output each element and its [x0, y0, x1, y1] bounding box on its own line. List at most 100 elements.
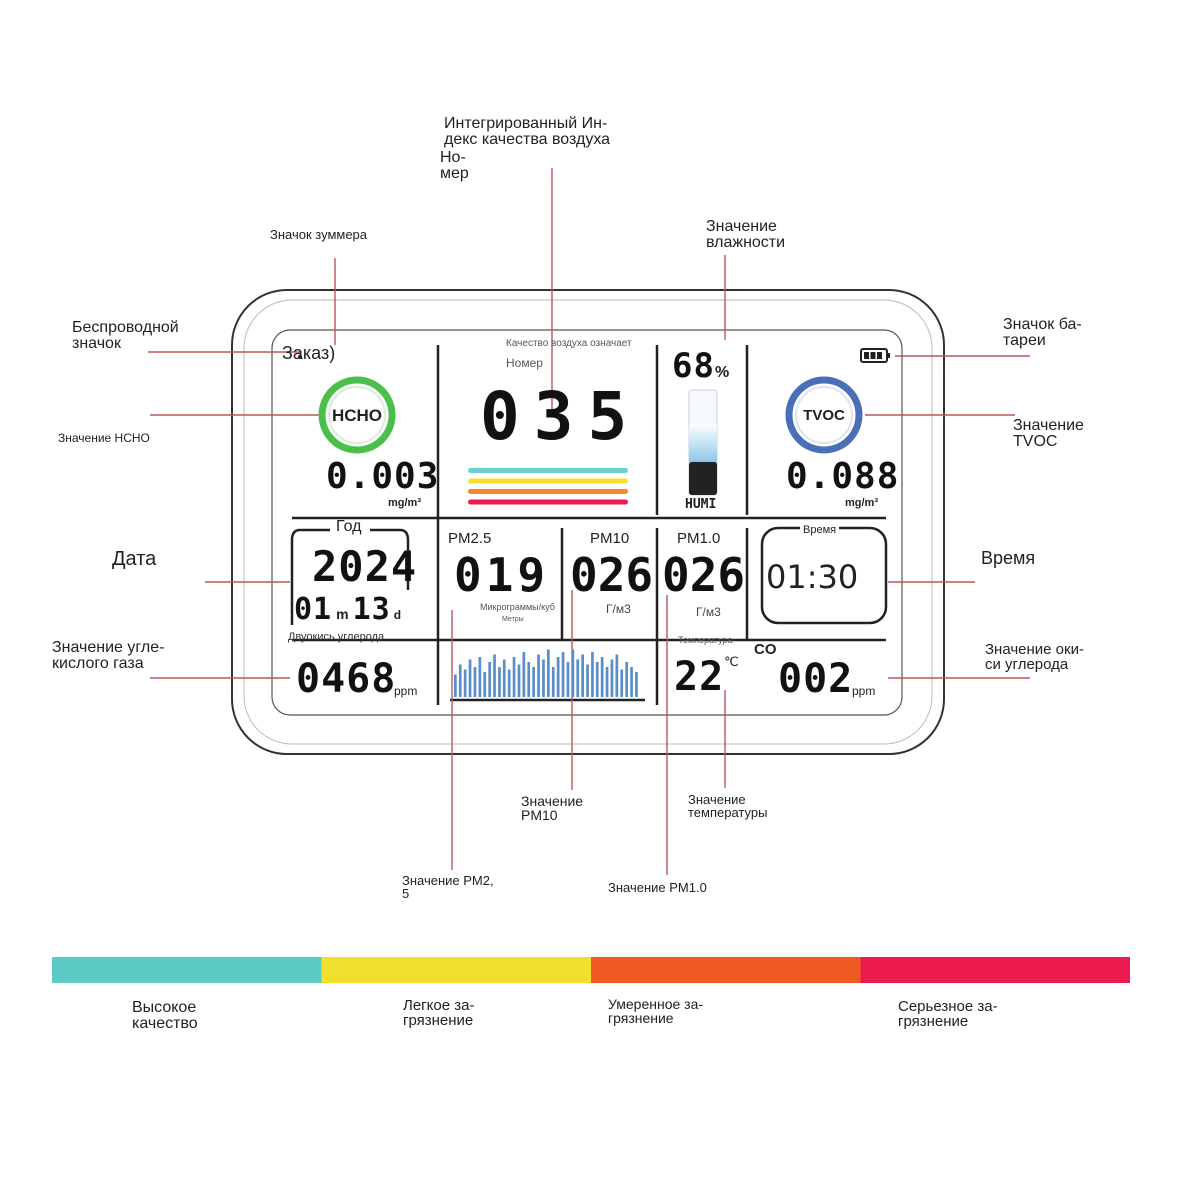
histogram-bar — [581, 654, 584, 697]
pm10-unit: Г/м3 — [606, 602, 631, 616]
legend-segment-3 — [860, 957, 1130, 983]
callout-co2: Значение угле- кислого газа — [52, 639, 165, 672]
callout-humidity: Значение влажности — [706, 218, 786, 251]
battery-cell-2 — [870, 352, 876, 359]
aqi-bar-0 — [468, 468, 628, 473]
histogram-bar — [498, 667, 501, 697]
year-label: Год — [336, 518, 362, 535]
legend-segment-1 — [321, 957, 591, 983]
callout-hcho: Значение HCHO — [58, 431, 150, 445]
pm1-value: 026 — [662, 548, 746, 602]
histogram-bar — [591, 652, 594, 697]
histogram-bar — [595, 662, 599, 697]
humidity-gauge-base — [689, 462, 717, 495]
humidity-unit: % — [714, 364, 730, 381]
day-unit: d — [393, 608, 402, 622]
legend-label-moderate: Умеренное за- грязнение — [608, 996, 704, 1026]
callout-pm1: Значение PM1.0 — [608, 880, 707, 895]
time-value: 01:30 — [766, 558, 859, 596]
co-unit: ppm — [852, 684, 876, 698]
co2-label: Двуокись углерода — [288, 631, 385, 643]
aqi-caption: Качество воздуха означает — [506, 338, 632, 349]
hcho-ring — [318, 376, 396, 454]
co2-unit: ppm — [394, 684, 418, 698]
tvoc-ring — [785, 376, 863, 454]
histogram-bar — [463, 669, 467, 697]
month-value: 01 — [294, 592, 333, 627]
co-label: CO — [754, 641, 777, 658]
histogram-bar — [542, 659, 545, 697]
histogram-bar — [547, 649, 550, 697]
pm-histogram — [454, 649, 638, 697]
histogram-bar — [551, 667, 555, 697]
callout-wireless: Беспроводной значок — [72, 319, 179, 352]
humidity-value: 68 — [672, 346, 715, 386]
legend-label-light: Легкое за- грязнение — [403, 997, 475, 1029]
histogram-bar — [635, 672, 638, 697]
tvoc-badge: TVOC — [803, 407, 845, 424]
histogram-bar — [507, 669, 511, 697]
pm1-label: PM1.0 — [677, 530, 721, 547]
time-label: Время — [800, 524, 840, 536]
pm10-value: 026 — [570, 548, 654, 602]
histogram-bar — [625, 662, 628, 697]
histogram-bar — [522, 652, 526, 697]
histogram-bar — [478, 657, 482, 697]
histogram-bar — [630, 667, 633, 697]
pm1-unit: Г/м3 — [696, 605, 721, 619]
date-bracket-right — [370, 528, 410, 590]
callout-time: Время — [981, 548, 1036, 568]
histogram-bar — [556, 657, 560, 697]
battery-tip — [887, 353, 890, 358]
callout-buzzer: Значок зуммера — [270, 227, 368, 242]
aqi-bar-2 — [468, 489, 628, 494]
histogram-bar — [605, 667, 609, 697]
histogram-bar — [488, 662, 491, 697]
histogram-bar — [586, 664, 589, 697]
wireless-icon — [298, 355, 302, 359]
temp-label: Температура — [678, 635, 733, 645]
aqi-value: 035 — [480, 378, 642, 455]
histogram-bar — [615, 654, 619, 697]
hcho-value: 0.003 — [326, 456, 440, 497]
callout-temperature: Значение температуры — [688, 792, 768, 820]
tvoc-value: 0.088 — [786, 456, 900, 497]
histogram-bar — [493, 654, 496, 697]
co-value: 002 — [778, 656, 854, 702]
histogram-bar — [532, 667, 535, 697]
histogram-bar — [458, 664, 462, 697]
year-value: 2024 — [312, 542, 418, 591]
callout-aqi: Интегрированный Ин- декс качества воздух… — [444, 115, 611, 148]
order-label: Заказ) — [282, 343, 336, 363]
histogram-bar — [571, 649, 575, 697]
legend-segment-0 — [52, 957, 322, 983]
hcho-ring-inner — [328, 386, 386, 444]
aqi-bar-1 — [468, 478, 628, 484]
callout-co: Значение оки- си углерода — [985, 641, 1084, 673]
battery-cell-3 — [877, 352, 882, 359]
temp-value: 22 — [674, 654, 725, 700]
histogram-bar — [473, 667, 477, 697]
humi-label: HUMI — [685, 497, 717, 512]
histogram-bar — [527, 662, 531, 697]
callout-aqi-number: Но- мер — [440, 149, 469, 182]
month-unit: m — [336, 606, 349, 622]
histogram-bar — [468, 659, 472, 697]
device-bezel — [243, 299, 933, 745]
callout-pm10: Значение PM10 — [521, 793, 584, 823]
histogram-bar — [537, 654, 540, 697]
date-bracket — [290, 528, 330, 625]
histogram-bar — [620, 669, 624, 697]
legend-segment-2 — [591, 957, 861, 983]
pm25-value: 019 — [454, 548, 550, 602]
histogram-bar — [454, 674, 457, 697]
callout-battery: Значок ба- тареи — [1003, 316, 1082, 349]
aqi-bar-3 — [468, 499, 628, 505]
histogram-bar — [517, 664, 521, 697]
tvoc-ring-inner — [795, 386, 853, 444]
histogram-bar — [502, 659, 506, 697]
histogram-bar — [566, 662, 570, 697]
histogram-bar — [600, 657, 604, 697]
